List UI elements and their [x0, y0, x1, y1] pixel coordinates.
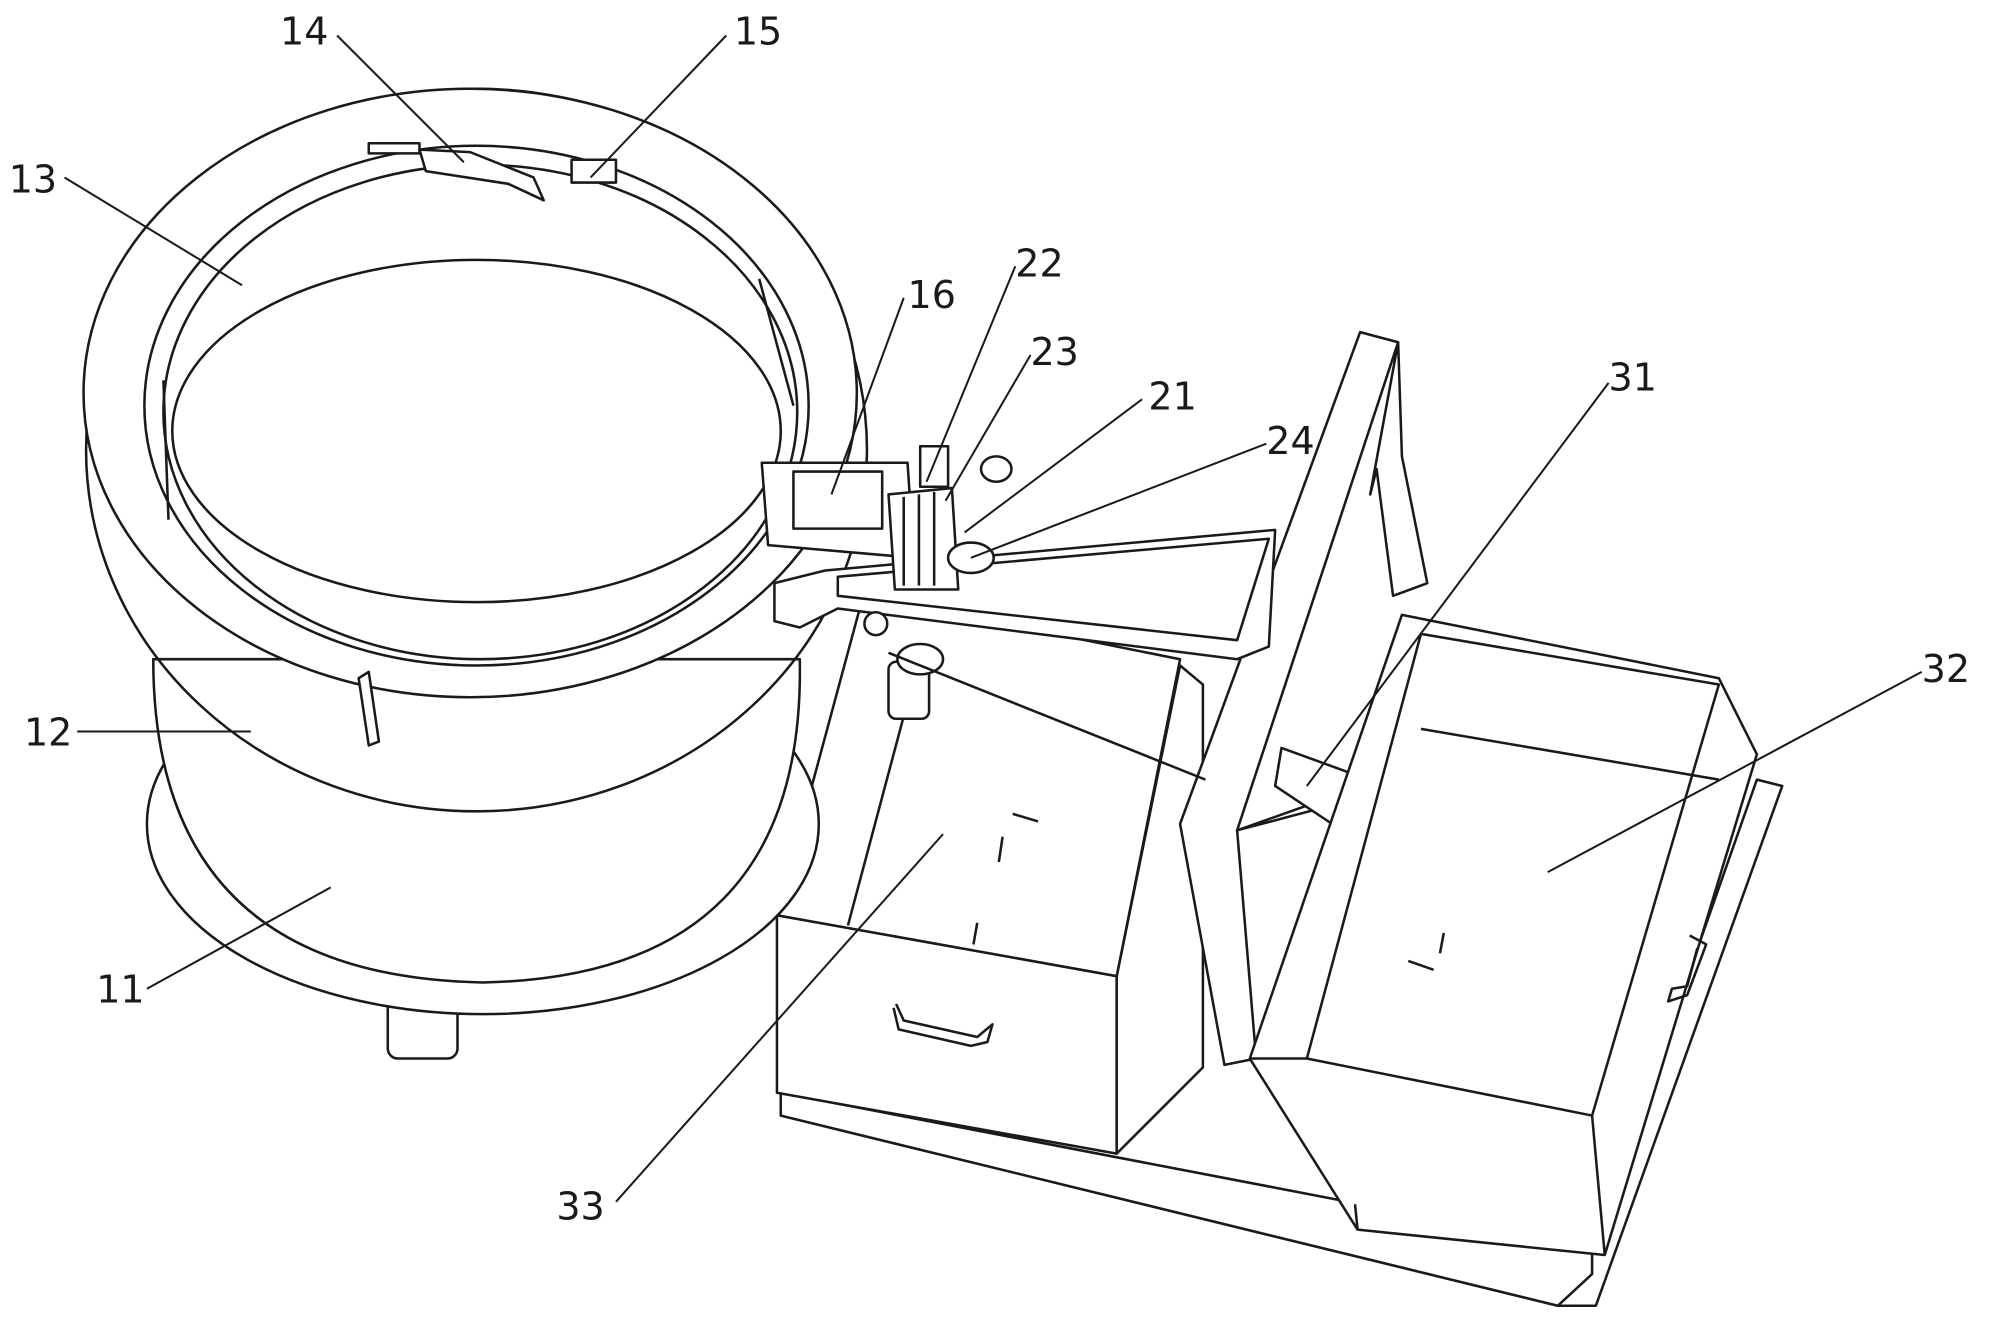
label-31: 31	[1609, 355, 1657, 399]
label-22: 22	[1015, 241, 1063, 285]
left-collection-box	[777, 596, 1203, 1154]
label-13: 13	[9, 158, 57, 202]
label-33: 33	[556, 1185, 604, 1229]
label-24: 24	[1266, 419, 1314, 463]
right-collection-box	[1250, 615, 1757, 1255]
label-15: 15	[734, 9, 782, 53]
label-14: 14	[280, 9, 328, 53]
label-21: 21	[1148, 374, 1196, 418]
label-16: 16	[908, 273, 956, 317]
label-11: 11	[96, 968, 144, 1012]
label-32: 32	[1922, 647, 1970, 691]
label-12: 12	[24, 710, 72, 754]
vibration-bowl	[84, 89, 867, 1059]
label-23: 23	[1030, 330, 1078, 374]
